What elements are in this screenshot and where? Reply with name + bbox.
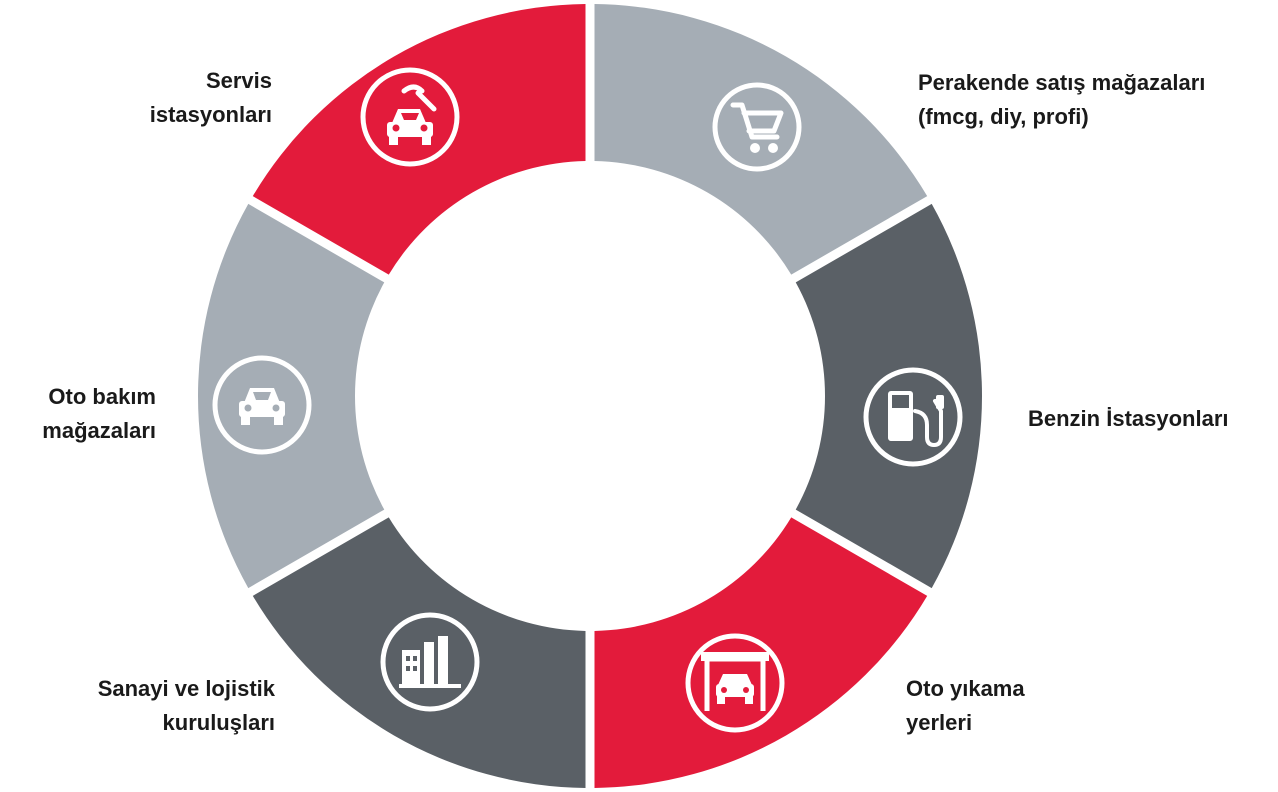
- label-fuel: Benzin İstasyonları: [1028, 406, 1229, 431]
- fuel-pump-icon: [863, 367, 963, 467]
- factory-icon: [380, 612, 480, 712]
- label-carwash: Oto yıkama yerleri: [906, 676, 1025, 735]
- shopping-cart-icon: [712, 82, 802, 172]
- car-repair-icon: [360, 67, 460, 167]
- segment-carcare: [198, 203, 385, 589]
- label-retail: Perakende satış mağazaları (fmcg, diy, p…: [918, 70, 1206, 129]
- car-icon: [212, 355, 312, 455]
- label-carcare: Oto bakım mağazaları: [42, 384, 156, 443]
- segment-service: [252, 4, 586, 275]
- label-industry: Sanayi ve lojistik kuruluşları: [97, 676, 275, 735]
- label-service: Servis istasyonları: [149, 68, 272, 127]
- car-wash-icon: [685, 633, 785, 733]
